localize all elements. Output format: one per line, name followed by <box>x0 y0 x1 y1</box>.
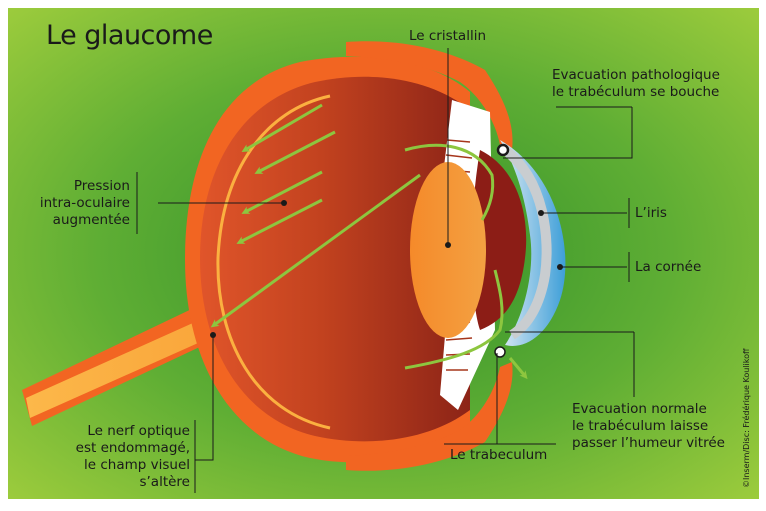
optic-nerve <box>22 305 225 426</box>
label-pression: Pression intra-oculaire augmentée <box>30 178 130 229</box>
label-line: le trabéculum laisse <box>572 418 709 434</box>
label-line: le trabéculum se bouche <box>552 84 720 100</box>
iris-body <box>471 150 527 330</box>
label-cornee: La cornée <box>635 259 702 275</box>
leader-dot <box>210 332 216 338</box>
label-line: est endommagé, <box>75 440 190 456</box>
label-nerf-optique: Le nerf optique est endommagé, le champ … <box>40 423 190 491</box>
drainage-arrow <box>508 357 528 380</box>
label-line: augmentée <box>52 212 130 228</box>
label-line: le champ visuel <box>84 457 190 473</box>
label-line: intra-oculaire <box>39 195 130 211</box>
label-evacuation-pathologique: Evacuation pathologique le trabéculum se… <box>552 67 720 101</box>
pressure-arrows <box>210 103 528 380</box>
label-cristallin: Le cristallin <box>409 28 487 44</box>
label-iris: L’iris <box>635 205 667 221</box>
label-evacuation-normale: Evacuation normale le trabéculum laisse … <box>572 401 725 452</box>
diagram-title: Le glaucome <box>46 20 213 51</box>
retina <box>216 94 331 430</box>
label-trabeculum: Le trabeculum <box>450 447 548 463</box>
label-line: Le nerf optique <box>87 423 190 439</box>
pressure-arrow <box>254 130 336 174</box>
credit-text: ©Inserm/Disc: Frédérique Koulikoff <box>742 348 751 488</box>
lens <box>410 162 486 338</box>
leader-dot <box>538 210 544 216</box>
pressure-arrow <box>236 198 323 244</box>
leader-dot <box>445 242 451 248</box>
leader-lines <box>136 48 635 493</box>
pressure-arrow <box>241 103 323 153</box>
cornea <box>500 140 566 346</box>
label-line: s’altère <box>139 474 190 490</box>
pressure-arrow <box>241 170 323 214</box>
label-line: passer l’humeur vitrée <box>572 435 725 451</box>
label-line: Pression <box>73 178 130 194</box>
trabeculum-blocked <box>496 143 510 157</box>
pressure-arrow <box>210 173 421 328</box>
fluid-flow-bottom <box>404 269 504 370</box>
leader-dot <box>281 200 287 206</box>
label-line: Evacuation normale <box>572 401 707 417</box>
leader-dots <box>210 200 563 338</box>
fluid-flow-top <box>404 143 495 221</box>
label-line: Evacuation pathologique <box>552 67 720 83</box>
leader-dot <box>557 264 563 270</box>
